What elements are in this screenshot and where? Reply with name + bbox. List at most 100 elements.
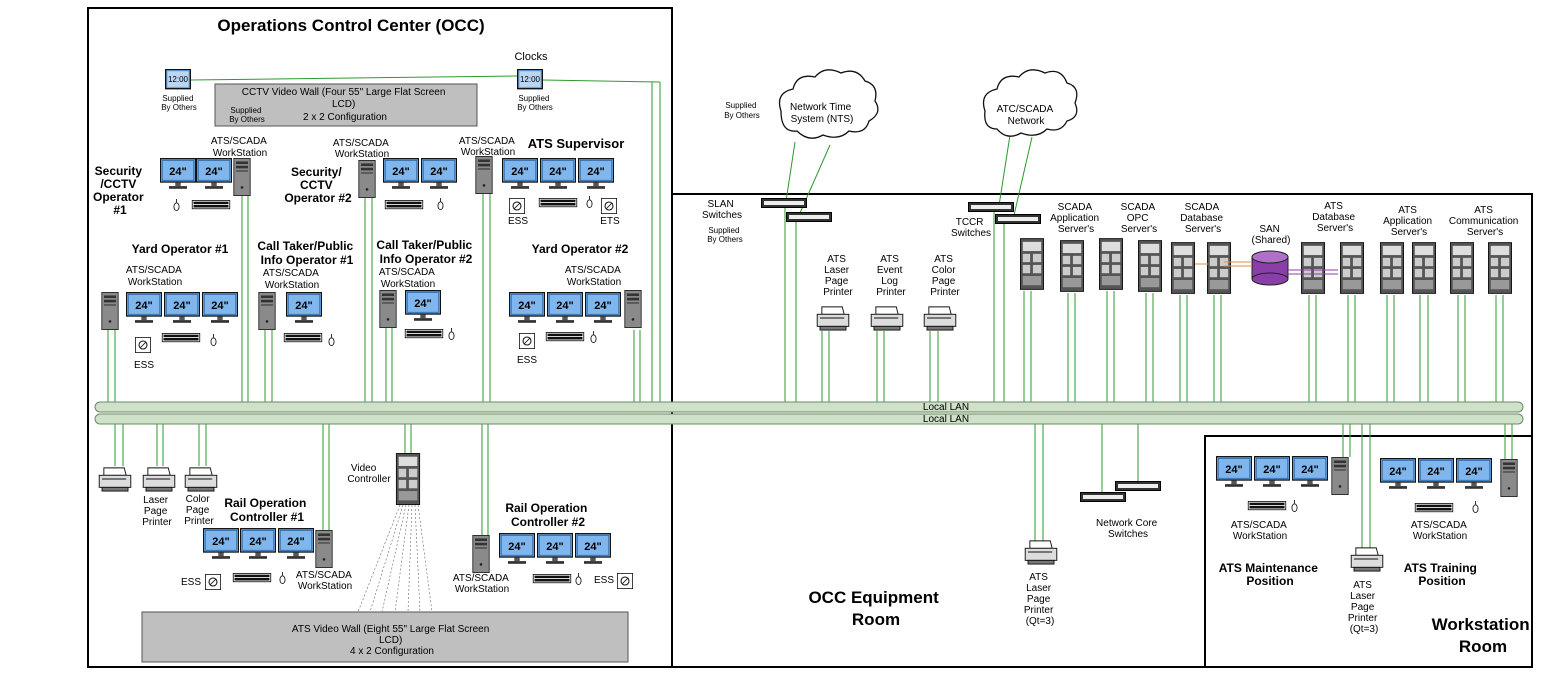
ats-maint-l2: Position xyxy=(1246,574,1293,588)
ats-wall-line2: LCD) xyxy=(379,635,402,646)
nts-cloud-l1: Network Time xyxy=(790,102,852,113)
ws-sec2-l1: ATS/SCADA xyxy=(333,138,389,149)
svg-text:ATS Training Position: ATS Training Position xyxy=(1404,561,1480,588)
slan-supplied-l1: Supplied xyxy=(708,226,739,235)
printer-icon xyxy=(923,306,957,331)
supplied-label-2a: Supplied xyxy=(518,94,549,103)
svg-text:ATS/SCADA WorkStation: ATS/SCADA WorkStation xyxy=(459,136,517,158)
svg-text:ATS/SCADA WorkStation: ATS/SCADA WorkStation xyxy=(333,138,391,160)
mouse-icon xyxy=(437,198,444,210)
svg-text:ATS/SCADA WorkStation: ATS/SCADA WorkStation xyxy=(1231,520,1289,542)
svg-text:SAN (Shared): SAN (Shared) xyxy=(1252,224,1291,246)
calltaker2-l2: Info Operator #2 xyxy=(380,252,473,266)
supplied-label-2b: By Others xyxy=(517,103,553,112)
ats-laser-qt2-l2: Laser xyxy=(1350,591,1376,602)
ats-laser-qt2-l5: (Qt=3) xyxy=(1350,624,1379,635)
svg-text:ATC/SCADA Network: ATC/SCADA Network xyxy=(997,104,1056,127)
security1-l2: /CCTV xyxy=(100,177,136,191)
monitor-size-label: 24" xyxy=(1465,466,1482,478)
monitor-size-label: 24" xyxy=(556,300,573,312)
clock-time-2: 12:00 xyxy=(520,75,541,84)
ess-3: ESS xyxy=(517,355,537,366)
network-switch-icon xyxy=(995,214,1041,224)
ws-yard2-l1: ATS/SCADA xyxy=(565,265,621,276)
svg-text:OCC Equipment Room: OCC Equipment Room xyxy=(808,588,943,629)
ats-event-l3: Log xyxy=(881,276,898,287)
calltaker1-l2: Info Operator #1 xyxy=(261,253,354,267)
security2-l3: Operator #2 xyxy=(284,191,352,205)
svg-text:SCADA OPC Server's: SCADA OPC Server's xyxy=(1121,202,1158,235)
mouse-icon xyxy=(1472,501,1479,513)
keyboard-icon xyxy=(191,200,231,210)
ats-color-l1: ATS xyxy=(934,254,953,265)
svg-text:Color Page Printer: Color Page Printer xyxy=(184,494,214,527)
keyboard-icon xyxy=(384,200,424,210)
monitor-size-label: 24" xyxy=(518,300,535,312)
video-controller-l2: Controller xyxy=(347,474,391,485)
scada-db-l1: SCADA xyxy=(1185,202,1220,213)
svg-text:ATS Laser Page: ATS Laser Page Printer (Qt=3) xyxy=(1024,572,1056,627)
computer-tower-icon xyxy=(1500,459,1518,497)
ats-color-l3: Page xyxy=(932,276,956,287)
rail1-l2: Controller #1 xyxy=(230,510,304,524)
monitor-size-label: 24" xyxy=(1389,466,1406,478)
monitor-size-label: 24" xyxy=(205,166,222,178)
svg-text:Laser Page Printer: Laser Page Printer xyxy=(142,495,172,528)
ats-db-l2: Database xyxy=(1312,212,1355,223)
ess-4: ESS xyxy=(181,577,201,588)
lan-label-2: Local LAN xyxy=(923,414,969,425)
server-rack-icon xyxy=(1020,238,1044,290)
local-lan xyxy=(94,401,1524,425)
svg-text:ATS Maintenance Position: ATS Maintenance Position xyxy=(1219,561,1321,588)
svg-text:ATS Laser Page: ATS Laser Page Printer xyxy=(823,254,853,298)
monitor-size-label: 24" xyxy=(430,166,447,178)
computer-tower-icon xyxy=(258,292,276,330)
ws-ct1-l2: WorkStation xyxy=(265,280,319,291)
video-controller-l1: Video xyxy=(351,463,377,474)
svg-text:ATS/SCADA WorkStation: ATS/SCADA WorkStation xyxy=(263,268,321,291)
nts-supplied-l1: Supplied xyxy=(725,101,756,110)
rail1-l1: Rail Operation xyxy=(224,496,306,510)
server-rack-icon xyxy=(1060,240,1084,292)
cctv-wall-line3: 2 x 2 Configuration xyxy=(303,112,387,123)
emergency-stop-icon xyxy=(509,198,525,214)
mouse-icon xyxy=(590,331,597,343)
tccr-l2: Switches xyxy=(951,228,991,239)
monitor-size-label: 24" xyxy=(508,541,525,553)
core-switch-l1: Network Core xyxy=(1096,518,1158,529)
ats-laser-l4: Printer xyxy=(823,287,853,298)
occ-title: Operations Control Center (OCC) xyxy=(217,16,484,35)
printer-icon xyxy=(98,467,132,492)
mouse-icon xyxy=(1291,500,1298,512)
security1-l3: Operator xyxy=(93,190,144,204)
ess-5: ESS xyxy=(594,575,614,586)
computer-tower-icon xyxy=(379,290,397,328)
ats-laser-l2: Laser xyxy=(824,265,850,276)
slan-l2: Switches xyxy=(702,210,742,221)
ats-laser-qt2-l4: Printer xyxy=(1348,613,1378,624)
ws-maint-l1: ATS/SCADA xyxy=(1231,520,1287,531)
ess-2: ESS xyxy=(134,360,154,371)
server-rack-icon xyxy=(1099,238,1123,290)
keyboard-icon xyxy=(538,198,578,208)
calltaker1-l1: Call Taker/Public xyxy=(257,239,353,253)
nts-cloud xyxy=(778,69,879,139)
ws-train-l1: ATS/SCADA xyxy=(1411,520,1467,531)
ws-train-l2: WorkStation xyxy=(1413,531,1467,542)
ats-laser-l3: Page xyxy=(825,276,849,287)
server-rack-icon xyxy=(1380,242,1404,294)
ws-ct2-l2: WorkStation xyxy=(381,279,435,290)
svg-text:ATS Event Log: ATS Event Log Printer xyxy=(876,254,906,298)
server-rack-icon xyxy=(1488,242,1512,294)
svg-text:Security /CCTV Ope: Security /CCTV Operator #1 xyxy=(93,164,147,217)
equipment-room-l1: OCC Equipment xyxy=(808,588,939,607)
svg-text:Supplied By Others: Supplied By Others xyxy=(229,106,265,124)
tccr-l1: TCCR xyxy=(956,217,984,228)
computer-tower-icon xyxy=(472,535,490,573)
monitor-size-label: 24" xyxy=(1225,464,1242,476)
svg-text:ATS Laser Page: ATS Laser Page Printer (Qt=3) xyxy=(1348,580,1380,635)
ets-1: ETS xyxy=(600,216,620,227)
scada-app-l3: Server's xyxy=(1058,224,1094,235)
ws-ct1-l1: ATS/SCADA xyxy=(263,268,319,279)
